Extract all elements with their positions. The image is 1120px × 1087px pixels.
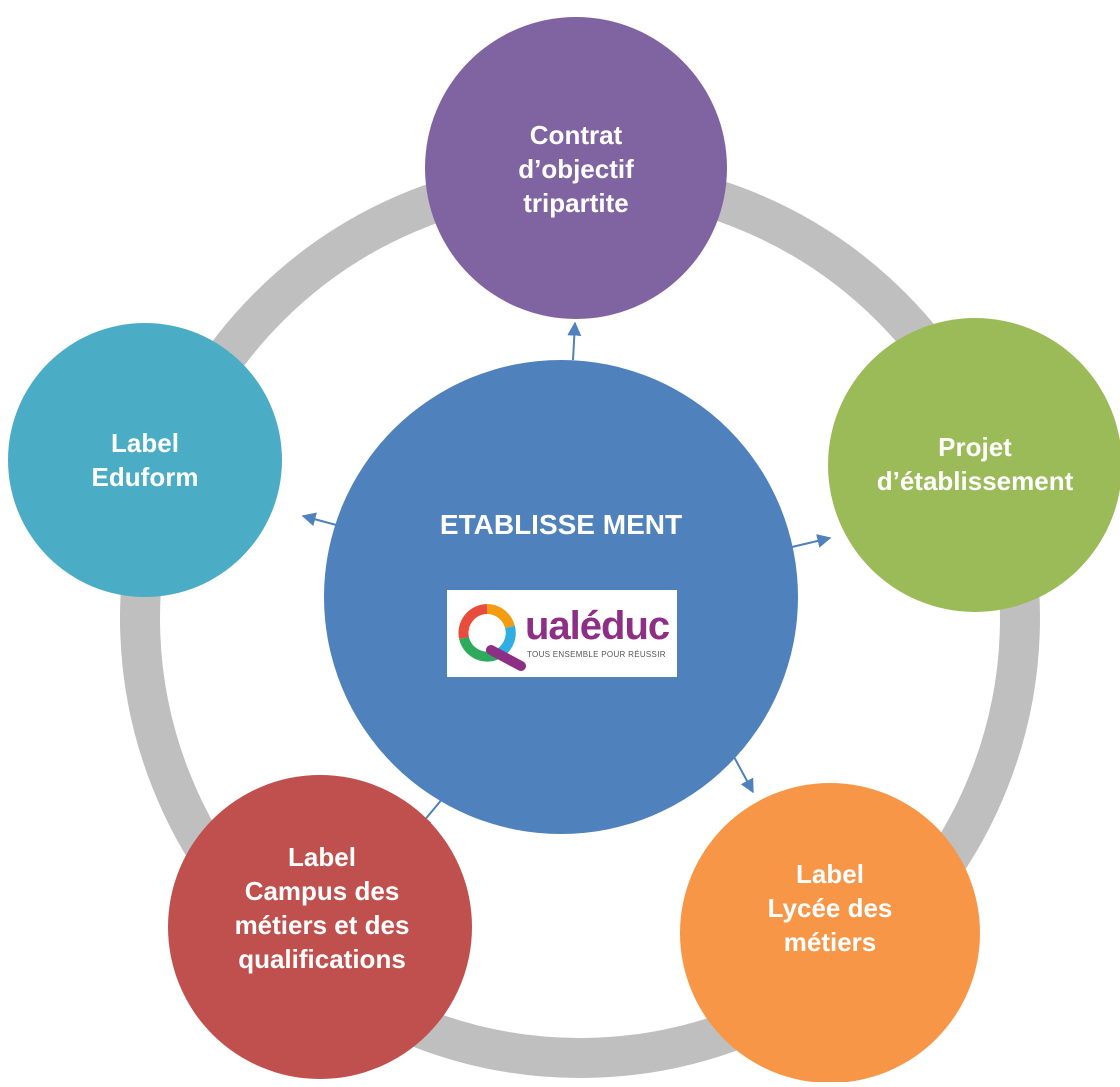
node-label-projet: Projet d’établissement — [877, 430, 1074, 498]
node-label-line: Eduform — [91, 462, 199, 492]
qualeduc-logo: ualéduc TOUS ENSEMBLE POUR RÉUSSIR — [447, 590, 677, 677]
arrow-lycee — [732, 754, 754, 794]
node-label-line: Label — [796, 859, 864, 889]
node-circle-projet — [828, 318, 1120, 612]
node-label-line: métiers — [783, 927, 877, 957]
node-label-line: Campus des — [244, 876, 400, 906]
arrow-projet — [791, 534, 832, 548]
node-label-line: Projet — [938, 432, 1012, 462]
logo-name: ualéduc — [525, 604, 670, 648]
node-circle-contrat — [425, 17, 727, 319]
node-label-line: qualifications — [238, 944, 406, 974]
qualeduc-q-icon — [458, 604, 526, 671]
node-label-line: tripartite — [523, 188, 629, 218]
arrow-eduform — [301, 512, 341, 527]
node-circles — [8, 17, 1120, 1083]
node-label-line: métiers et des — [234, 910, 410, 940]
node-label-line: Label — [288, 842, 356, 872]
node-label-contrat: Contrat d’objectif tripartite — [518, 118, 634, 220]
center-title: ETABLISSE MENT — [439, 509, 683, 540]
node-circle-campus — [168, 775, 472, 1079]
node-circle-eduform — [8, 323, 282, 597]
node-label-line: Contrat — [529, 120, 623, 150]
node-label-line: d’établissement — [876, 466, 1074, 496]
node-circle-lycee — [680, 783, 980, 1083]
logo-tagline: TOUS ENSEMBLE POUR RÉUSSIR — [527, 650, 666, 659]
node-label-line: d’objectif — [518, 154, 634, 184]
node-label-line: Lycée des — [767, 893, 893, 923]
node-label-line: Label — [111, 428, 179, 458]
arrow-contrat — [567, 321, 582, 361]
